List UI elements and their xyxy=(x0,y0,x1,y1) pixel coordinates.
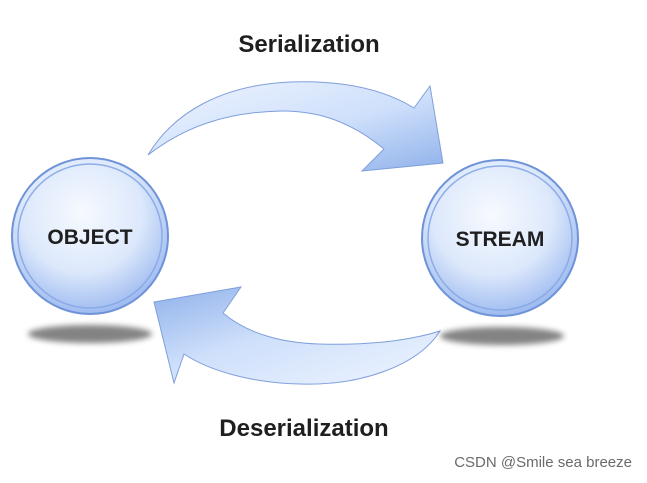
stream-node-outer-circle xyxy=(421,159,579,317)
deserialization-arrow xyxy=(153,286,442,385)
stream-node: STREAM xyxy=(421,159,579,345)
object-node-outer-circle xyxy=(11,157,169,315)
stream-node-inner-ring xyxy=(427,165,573,311)
deserialization-label: Deserialization xyxy=(219,415,388,442)
object-node-inner-ring xyxy=(17,163,163,309)
object-node-label: OBJECT xyxy=(47,226,132,249)
object-node-shadow xyxy=(28,325,152,343)
stream-node-label: STREAM xyxy=(456,228,545,251)
watermark-text: CSDN @Smile sea breeze xyxy=(454,454,632,471)
serialization-arrow xyxy=(147,81,444,172)
object-node: OBJECT xyxy=(11,157,169,343)
serialization-label: Serialization xyxy=(238,31,379,58)
stream-node-shadow xyxy=(440,327,564,345)
